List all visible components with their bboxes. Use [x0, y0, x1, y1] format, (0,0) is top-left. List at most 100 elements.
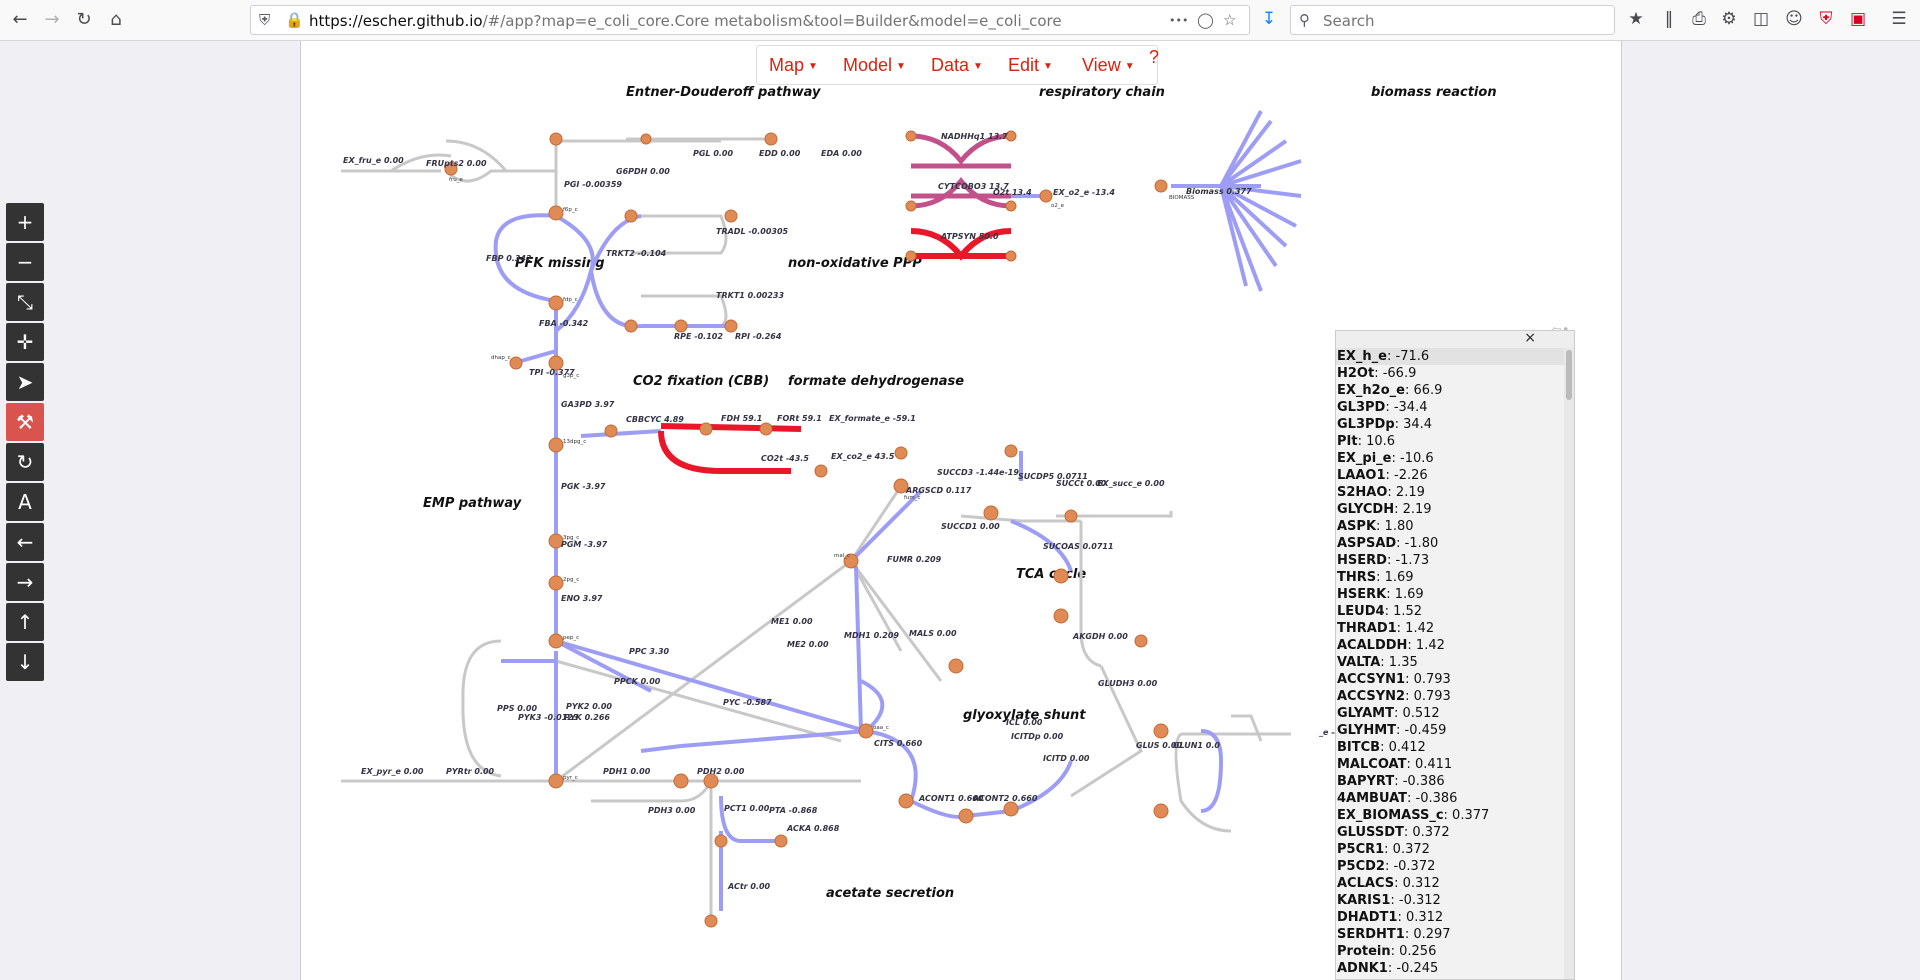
rxn-pyrtr[interactable]: PYRtr 0.00: [446, 767, 495, 776]
list-item[interactable]: BITCB: 0.412: [1336, 739, 1564, 756]
rxn-succd3[interactable]: SUCCD3 -1.44e-19: [937, 468, 1019, 477]
menu-view[interactable]: View▼: [1082, 55, 1135, 76]
pan-mode-button[interactable]: ✛: [6, 323, 44, 361]
list-item[interactable]: SERDHT1: 0.297: [1336, 926, 1564, 943]
back-icon[interactable]: ←: [12, 9, 28, 30]
rxn-pdh2[interactable]: PDH2 0.00: [697, 767, 745, 776]
sidebar-icon[interactable]: ◫: [1752, 9, 1770, 29]
node-6pgl[interactable]: [640, 133, 652, 145]
menu-map[interactable]: Map▼: [769, 55, 818, 76]
scrollbar-thumb[interactable]: [1566, 350, 1572, 400]
node-succe[interactable]: [1064, 509, 1078, 523]
list-item[interactable]: Protein: 0.256: [1336, 943, 1564, 960]
menu-icon[interactable]: ☰: [1891, 9, 1907, 29]
bookmarks-icon[interactable]: ★: [1628, 9, 1644, 29]
node-ru5p[interactable]: [674, 319, 688, 333]
rxn-rpi[interactable]: RPI -0.264: [735, 332, 782, 341]
rxn-tradl[interactable]: TRADL -0.00305: [716, 227, 789, 236]
rxn-icitd[interactable]: ICITD 0.00: [1043, 754, 1090, 763]
list-item[interactable]: DHADT1: 0.312: [1336, 909, 1564, 926]
label-respiratory[interactable]: respiratory chain: [1039, 85, 1165, 100]
home-icon[interactable]: ⌂: [110, 9, 122, 30]
list-item[interactable]: P5CR1: 0.372: [1336, 841, 1564, 858]
node-mal[interactable]: [843, 553, 859, 569]
rxn-trkt2[interactable]: TRKT2 -0.104: [606, 249, 667, 258]
node-13dpg[interactable]: [548, 437, 564, 453]
node-2pg[interactable]: [548, 575, 564, 591]
direction-up-button[interactable]: ↑: [6, 603, 44, 641]
rxn-icl[interactable]: ICL 0.00: [1006, 718, 1043, 727]
list-item[interactable]: GLYHMT: -0.459: [1336, 722, 1564, 739]
label-pfk[interactable]: PFK missing: [515, 256, 605, 271]
rxn-g6pdh[interactable]: G6PDH 0.00: [616, 167, 670, 176]
rxn-acka[interactable]: ACKA 0.868: [786, 824, 840, 833]
node-q8[interactable]: [1005, 200, 1017, 212]
rxn-o2t[interactable]: O2t 13.4: [993, 188, 1032, 197]
rxn-fdh[interactable]: FDH 59.1: [721, 414, 762, 423]
list-item[interactable]: H2Ot: -66.9: [1336, 365, 1564, 382]
print-icon[interactable]: ⎙: [1692, 9, 1706, 29]
node-formate[interactable]: [759, 422, 773, 436]
label-glyoxylate[interactable]: glyoxylate shunt: [963, 708, 1086, 723]
label-emp[interactable]: EMP pathway: [423, 496, 522, 511]
node-f6p[interactable]: [548, 205, 564, 221]
node-actp[interactable]: [714, 834, 728, 848]
node-akg[interactable]: [1053, 608, 1069, 624]
page-actions-icon[interactable]: •••: [1169, 14, 1189, 27]
help-button[interactable]: ?: [1149, 47, 1160, 67]
list-item[interactable]: EX_h2o_e: 66.9: [1336, 382, 1564, 399]
rxn-eno[interactable]: ENO 3.97: [561, 594, 603, 603]
search-input[interactable]: ⚲ Search: [1290, 5, 1615, 35]
rxn-acont1[interactable]: ACONT1 0.660: [918, 794, 984, 803]
bookmark-star-icon[interactable]: ☆: [1223, 11, 1237, 29]
list-item[interactable]: THRS: 1.69: [1336, 569, 1564, 586]
node-glx[interactable]: [948, 658, 964, 674]
rxn-pgk[interactable]: PGK -3.97: [561, 482, 606, 491]
rxn-me1[interactable]: ME1 0.00: [771, 617, 813, 626]
rxn-ex-fru[interactable]: EX_fru_e 0.00: [343, 156, 404, 165]
list-item[interactable]: VALTA: 1.35: [1336, 654, 1564, 671]
list-item[interactable]: ACCSYN2: 0.793: [1336, 688, 1564, 705]
node-g6p[interactable]: [549, 132, 563, 146]
rxn-ex-co2[interactable]: EX_co2_e 43.5: [831, 452, 895, 461]
direction-down-button[interactable]: ↓: [6, 643, 44, 681]
rxn-icitdp[interactable]: ICITDp 0.00: [1011, 732, 1064, 741]
direction-right-button[interactable]: →: [6, 563, 44, 601]
rxn-pgm[interactable]: PGM -3.97: [561, 540, 608, 549]
node-oaa[interactable]: [858, 723, 874, 739]
label-co2-fixation[interactable]: CO2 fixation (CBB): [633, 374, 769, 389]
select-mode-button[interactable]: ➤: [6, 363, 44, 401]
node-cit[interactable]: [958, 808, 974, 824]
rxn-me2[interactable]: ME2 0.00: [787, 640, 829, 649]
metabolic-map[interactable]: Entner-Douderoff pathway respiratory cha…: [301, 41, 1621, 980]
node-accoa2[interactable]: [703, 773, 719, 789]
zoom-out-button[interactable]: −: [6, 243, 44, 281]
zoom-in-button[interactable]: +: [6, 203, 44, 241]
list-item[interactable]: HSERK: 1.69: [1336, 586, 1564, 603]
list-item[interactable]: LEUD4: 1.52: [1336, 603, 1564, 620]
rxn-tpi[interactable]: TPI -0.377: [529, 368, 575, 377]
menu-edit[interactable]: Edit▼: [1008, 55, 1053, 76]
node-glu[interactable]: [1153, 723, 1169, 739]
list-item[interactable]: PIt: 10.6: [1336, 433, 1564, 450]
node-gln[interactable]: [1153, 803, 1169, 819]
rxn-pyk3[interactable]: PYK3 -0.0123: [518, 713, 579, 722]
gear-icon[interactable]: ⚙: [1721, 9, 1737, 29]
node-succc[interactable]: [1004, 444, 1018, 458]
list-item[interactable]: LAAO1: -2.26: [1336, 467, 1564, 484]
list-item[interactable]: 4AMBUAT: -0.386: [1336, 790, 1564, 807]
rxn-ga3pd[interactable]: GA3PD 3.97: [561, 400, 615, 409]
rxn-co2t[interactable]: CO2t -43.5: [761, 454, 809, 463]
list-item[interactable]: GL3PD: -34.4: [1336, 399, 1564, 416]
node-adp[interactable]: [905, 250, 917, 262]
node-succoa[interactable]: [1053, 568, 1069, 584]
rxn-frupts2[interactable]: FRUpts2 0.00: [426, 159, 487, 168]
list-item[interactable]: GLYCDH: 2.19: [1336, 501, 1564, 518]
list-item[interactable]: ADNK1: -0.245: [1336, 960, 1564, 977]
rxn-pps[interactable]: PPS 0.00: [497, 704, 537, 713]
library-icon[interactable]: ‖: [1664, 9, 1674, 29]
rxn-cytcobo3[interactable]: CYTCOBO3 13.7: [938, 182, 1009, 191]
list-item[interactable]: ASPSAD: -1.80: [1336, 535, 1564, 552]
node-q8h2[interactable]: [905, 200, 917, 212]
